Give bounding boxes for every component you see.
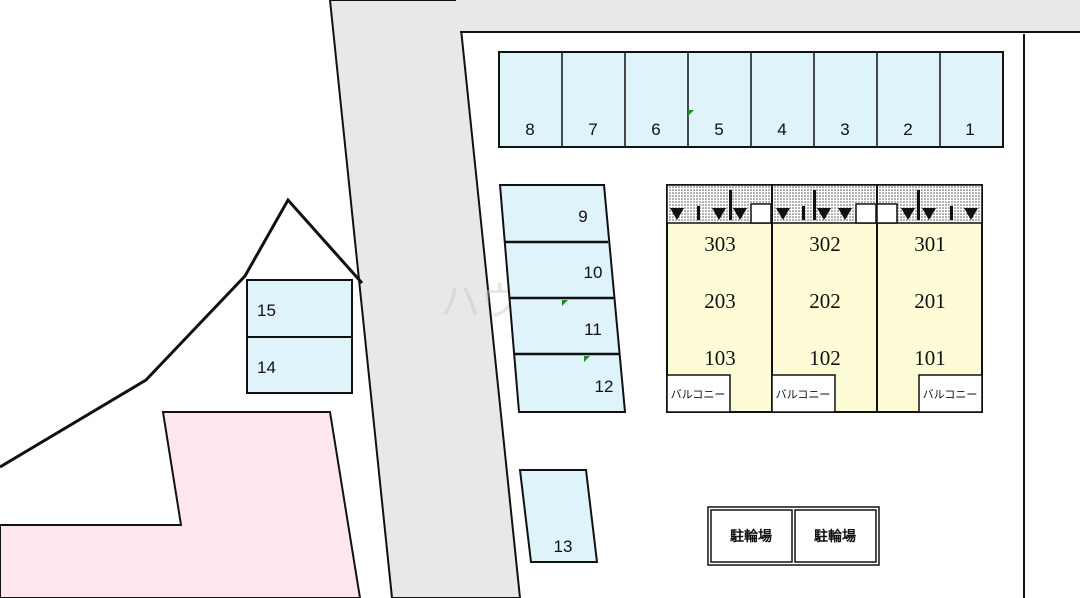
parking-label: 5 [714,120,723,139]
parking-label: 10 [584,263,603,282]
parking-left: 15 14 [246,279,353,394]
room-number: 201 [914,289,946,313]
parking-angled: 9 10 11 12 [498,184,627,413]
room-number: 103 [704,346,736,370]
balcony [771,374,836,413]
parking-label: 11 [584,320,602,339]
parking-label: 13 [554,537,573,556]
parking-label: 9 [578,207,587,226]
parking-label: 3 [840,120,849,139]
parking-label: 4 [777,120,786,139]
lot-boundary [0,197,364,469]
parking-label: 8 [525,120,534,139]
parking-row-top: 8 7 6 5 4 3 2 1 [498,51,1004,148]
balcony-label: バルコニー [923,388,978,401]
neighbor-lot [0,411,362,598]
road-top [456,0,1080,32]
apartment-building: 303 302 301 203 202 201 103 102 101 バルコニ… [666,184,983,413]
room-number: 203 [704,289,736,313]
bike-parking: 駐輪場 駐輪場 [707,506,880,566]
room-number: 202 [809,289,841,313]
parking-label: 14 [257,358,276,377]
balcony-label: バルコニー [671,388,726,401]
stair-box [750,203,772,224]
stair-box [876,203,898,224]
bike-parking-label: 駐輪場 [814,528,856,545]
room-number: 301 [914,232,946,256]
room-number: 102 [809,346,841,370]
parking-label: 6 [651,120,660,139]
parking-label: 7 [588,120,597,139]
room-number: 303 [704,232,736,256]
bike-parking-label: 駐輪場 [730,528,772,545]
road-vertical [328,0,522,598]
parking-label: 2 [903,120,912,139]
parking-label: 1 [965,120,974,139]
balcony [918,374,983,413]
balcony-label: バルコニー [776,388,831,401]
door-markers [670,190,978,220]
stair-box [855,203,877,224]
parking-single: 13 [518,469,599,563]
balcony [666,374,731,413]
room-number: 101 [914,346,946,370]
parking-label: 12 [595,377,614,396]
room-number: 302 [809,232,841,256]
parking-label: 15 [257,301,276,320]
